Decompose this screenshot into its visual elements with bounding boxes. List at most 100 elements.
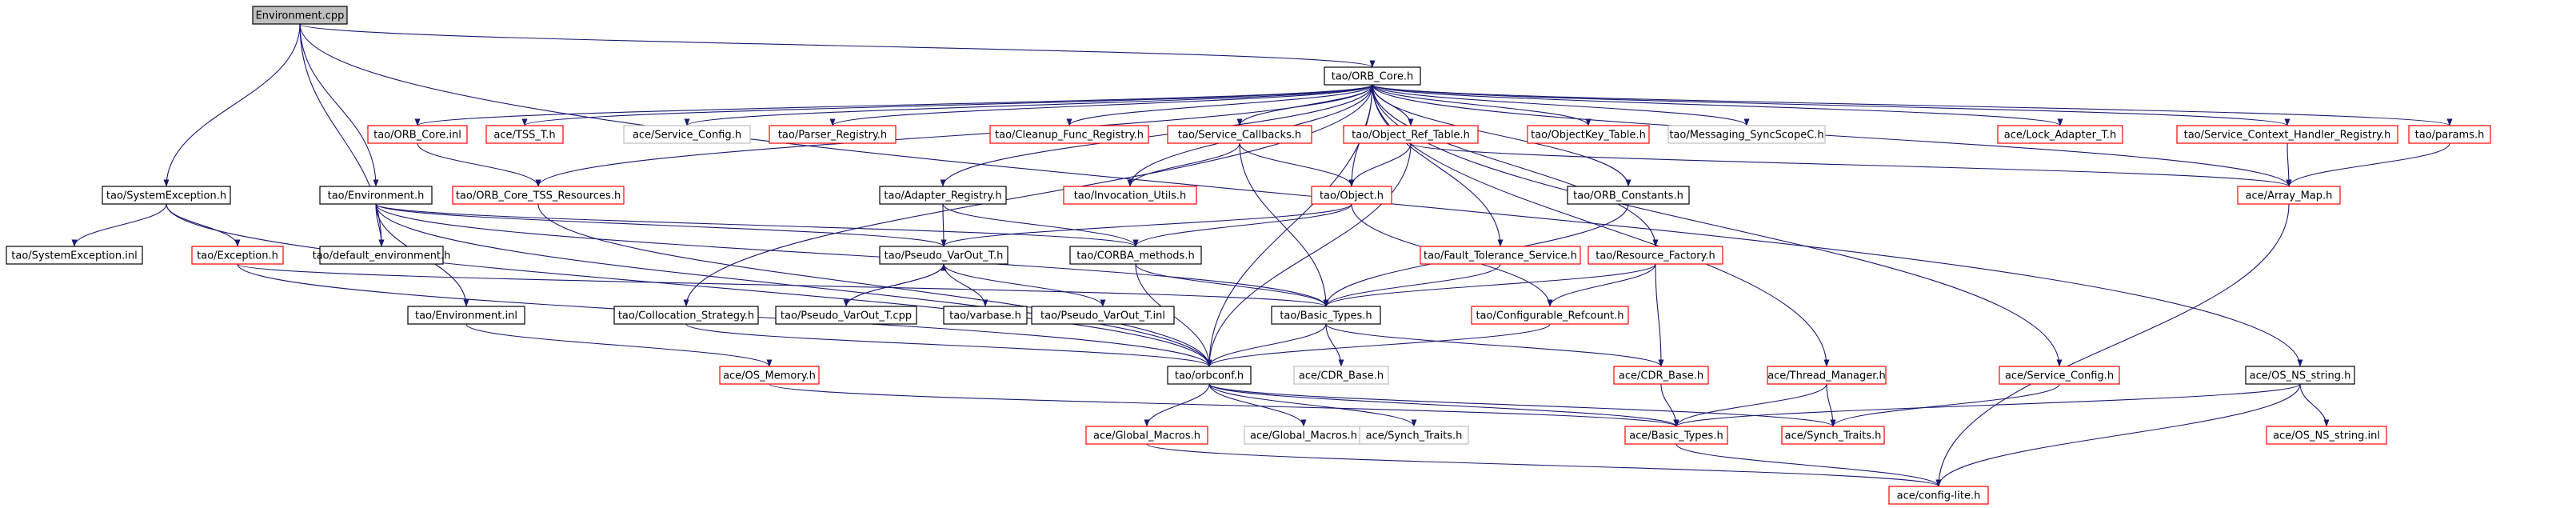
node-cleanup-func: tao/Cleanup_Func_Registry.h [989, 125, 1149, 144]
node-label: ace/Lock_Adapter_T.h [2004, 130, 2116, 142]
edge-service_config_red-to-synch_traits_red [1830, 383, 2060, 427]
node-box [1069, 246, 1202, 265]
node-environment-inl[interactable]: tao/Environment.inl [407, 306, 525, 325]
node-box [1999, 366, 2120, 385]
node-label: ace/CDR_Base.h [1299, 370, 1384, 382]
node-label: tao/Service_Context_Handler_Registry.h [2184, 130, 2391, 142]
node-box [2237, 186, 2341, 205]
node-sysexc[interactable]: tao/SystemException.h [102, 186, 231, 205]
node-label: tao/CORBA_methods.h [1076, 250, 1194, 262]
edge-orb_core-to-service_context [1372, 84, 2290, 126]
node-orb-constants[interactable]: tao/ORB_Constants.h [1567, 186, 1690, 205]
node-label: ace/Synch_Traits.h [1785, 430, 1882, 442]
edge-pseudo_varout_cpp-to-pseudo_varout [845, 263, 947, 307]
edge-os_memory-to-basic_types_ace [769, 383, 1679, 427]
node-box [1471, 306, 1629, 325]
edge-orb_core-to-adapter_registry [940, 84, 1373, 187]
node-box [719, 366, 820, 385]
node-env-cpp[interactable]: Environment.cpp [252, 6, 348, 25]
node-orb-core[interactable]: tao/ORB_Core.h [1324, 66, 1421, 86]
node-box [1167, 125, 1312, 144]
node-box [2266, 426, 2387, 445]
node-config-lite: ace/config-lite.h [1888, 486, 1989, 505]
edge-environment_h-to-basic_types_tao [375, 203, 1329, 307]
node-default-env[interactable]: tao/default_environment.h [313, 246, 451, 265]
node-label: tao/Configurable_Refcount.h [1476, 310, 1623, 322]
edges-layer [71, 23, 2452, 487]
node-box [252, 6, 348, 25]
node-box [1613, 366, 1709, 385]
node-object-h: tao/Object.h [1311, 186, 1392, 205]
edge-orb_core-to-service_config_ace [684, 84, 1373, 126]
edge-os_ns_string-to-os_ns_string_inl [2299, 383, 2330, 427]
node-orbconf[interactable]: tao/orbconf.h [1167, 366, 1252, 385]
node-label: ace/TSS_T.h [493, 130, 555, 142]
edge-sysexc-to-orbconf [166, 203, 1212, 367]
edge-configurable_refcount-to-orbconf [1206, 323, 1551, 367]
edge-service_callbacks-to-basic_types_tao [1239, 142, 1329, 307]
node-pseudo-varout-cpp[interactable]: tao/Pseudo_VarOut_T.cpp [775, 306, 917, 325]
edge-orb_core-to-lock_adapter [1372, 84, 2063, 126]
node-label: tao/ORB_Constants.h [1573, 190, 1683, 202]
node-os-ns-string[interactable]: ace/OS_NS_string.h [2245, 366, 2355, 385]
node-label: tao/Fault_Tolerance_Service.h [1424, 250, 1577, 262]
node-box [1031, 306, 1175, 325]
node-invocation-utils: tao/Invocation_Utils.h [1063, 186, 1197, 205]
node-corba-methods[interactable]: tao/CORBA_methods.h [1069, 246, 1202, 265]
node-label: tao/params.h [2415, 130, 2485, 142]
edge-environment_inl-to-os_memory [465, 323, 773, 367]
node-label: Environment.cpp [256, 10, 345, 22]
node-tss-resources: tao/ORB_Core_TSS_Resources.h [452, 186, 625, 205]
node-box [452, 186, 625, 205]
node-sysexc-inl[interactable]: tao/SystemException.inl [6, 246, 143, 265]
node-cdr-base-ace: ace/CDR_Base.h [1613, 366, 1709, 385]
node-array-map: ace/Array_Map.h [2237, 186, 2341, 205]
node-box [1167, 366, 1252, 385]
edge-orb_core-to-array_map [1372, 84, 2292, 187]
node-adapter-registry[interactable]: tao/Adapter_Registry.h [879, 186, 1007, 205]
node-object-ref-table: tao/Object_Ref_Table.h [1343, 125, 1479, 144]
node-label: tao/Collocation_Strategy.h [618, 310, 754, 322]
node-box [775, 306, 917, 325]
edge-corba_methods-to-basic_types_tao [1135, 263, 1329, 307]
node-label: tao/Invocation_Utils.h [1074, 190, 1187, 202]
edge-orb_core-to-parser_registry [829, 84, 1373, 126]
edge-object_ref_table-to-array_map [1410, 142, 2292, 187]
edge-adapter_registry-to-pseudo_varout [941, 203, 947, 247]
node-varbase[interactable]: tao/varbase.h [943, 306, 1028, 325]
node-environment-h[interactable]: tao/Environment.h [319, 186, 433, 205]
edge-orbconf-to-global_macros_red [1144, 383, 1210, 427]
node-label: tao/varbase.h [949, 310, 1021, 322]
node-box [1324, 66, 1421, 86]
node-label: tao/ORB_Core.inl [373, 130, 461, 142]
edge-object_h-to-pseudo_varout [941, 203, 1352, 247]
node-pseudo-varout-inl[interactable]: tao/Pseudo_VarOut_T.inl [1031, 306, 1175, 325]
node-box [2408, 125, 2491, 144]
node-collocation[interactable]: tao/Collocation_Strategy.h [613, 306, 759, 325]
node-box [407, 306, 525, 325]
edge-environment_h-to-corba_methods [375, 203, 1139, 247]
node-basic-types-tao[interactable]: tao/Basic_Types.h [1271, 306, 1381, 325]
edge-orb_core-to-tss_resources [535, 84, 1373, 187]
edge-adapter_registry-to-corba_methods [942, 203, 1139, 247]
node-pseudo-varout[interactable]: tao/Pseudo_VarOut_T.h [879, 246, 1008, 265]
node-label: tao/Resource_Factory.h [1596, 250, 1715, 262]
edge-service_callbacks-to-object_h [1239, 142, 1355, 187]
edge-object_h-to-corba_methods [1132, 203, 1352, 247]
node-service-context: tao/Service_Context_Handler_Registry.h [2176, 125, 2398, 144]
edge-array_map-to-config_lite [1935, 203, 2290, 487]
node-box [989, 125, 1149, 144]
node-lock-adapter: ace/Lock_Adapter_T.h [1997, 125, 2123, 144]
edge-params-to-array_map [2286, 142, 2450, 187]
node-global-macros-red: ace/Global_Macros.h [1085, 426, 1208, 445]
edge-orb_core-to-params [1372, 84, 2452, 126]
edge-global_macros_red-to-config_lite [1146, 443, 1942, 487]
node-fault-tolerance: tao/Fault_Tolerance_Service.h [1420, 246, 1581, 265]
edge-service_context-to-array_map [2286, 142, 2292, 187]
node-basic-types-ace: ace/Basic_Types.h [1624, 426, 1728, 445]
node-box [1063, 186, 1197, 205]
node-box [1420, 246, 1581, 265]
node-box [485, 125, 564, 144]
edge-basic_types_tao-to-cdr_base_ace [1325, 323, 1664, 367]
